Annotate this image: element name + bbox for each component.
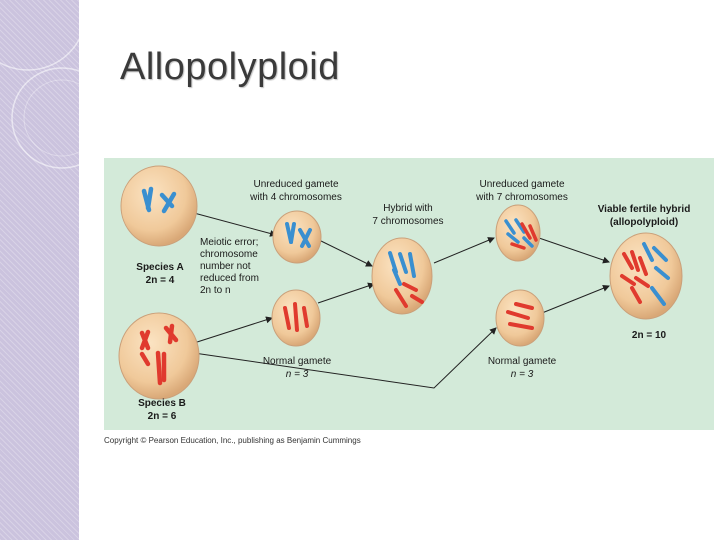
label-unreduced-gamete-7-line2: with 7 chromosomes (475, 192, 568, 203)
arrow-gamete-to-hybrid (318, 239, 373, 267)
label-meiotic-line4: reduced from (200, 273, 259, 284)
label-result-count: 2n = 10 (632, 330, 667, 341)
label-species-a-count: 2n = 4 (146, 275, 175, 286)
arrow-species-b-to-normal-gamete-2 (193, 327, 497, 389)
arrow-normal-gamete-2-to-viable-hybrid (541, 284, 610, 314)
normal-gamete-1-cell (271, 289, 321, 347)
species-b-cell (118, 312, 200, 400)
label-unreduced-gamete-4-line2: with 4 chromosomes (249, 192, 342, 203)
allopolyploid-diagram: Unreduced gamete with 4 chromosomes Hybr… (104, 158, 714, 430)
arrow-normal-gamete-to-hybrid (317, 282, 375, 304)
hybrid-cell (371, 237, 433, 315)
label-viable-hybrid-line2: (allopolyploid) (610, 217, 678, 228)
arrow-species-b-to-normal-gamete (193, 316, 273, 344)
label-meiotic-line2: chromosome (200, 249, 258, 260)
copyright-notice: Copyright © Pearson Education, Inc., pub… (104, 436, 361, 445)
label-meiotic-line1: Meiotic error; (200, 237, 258, 248)
slide-title: Allopolyploid (120, 46, 340, 88)
species-a-cell (120, 165, 198, 247)
arrow-hybrid-to-unreduced-gamete (433, 237, 495, 264)
label-normal-gamete-2: Normal gamete (488, 356, 557, 367)
arrow-gamete-to-viable-hybrid (538, 237, 610, 264)
label-unreduced-gamete-4-line1: Unreduced gamete (253, 179, 338, 190)
label-species-a: Species A (136, 262, 183, 273)
label-normal-gamete-1-count: n = 3 (286, 369, 309, 380)
slide-sidebar (0, 0, 79, 540)
label-meiotic-line5: 2n to n (200, 285, 231, 296)
label-viable-hybrid-line1: Viable fertile hybrid (598, 204, 691, 215)
label-normal-gamete-2-count: n = 3 (511, 369, 534, 380)
label-meiotic-line3: number not (200, 261, 251, 272)
label-unreduced-gamete-7-line1: Unreduced gamete (479, 179, 564, 190)
unreduced-gamete-4-cell (272, 210, 322, 264)
label-normal-gamete-1: Normal gamete (263, 356, 332, 367)
arrow-species-a-to-gamete (193, 212, 277, 237)
label-species-b-count: 2n = 6 (148, 411, 177, 422)
label-hybrid-line1: Hybrid with (383, 203, 432, 214)
label-hybrid-line2: 7 chromosomes (372, 216, 443, 227)
unreduced-gamete-7-cell (495, 204, 541, 262)
label-species-b: Species B (138, 398, 186, 409)
viable-hybrid-cell (609, 232, 683, 320)
normal-gamete-2-cell (495, 289, 545, 347)
